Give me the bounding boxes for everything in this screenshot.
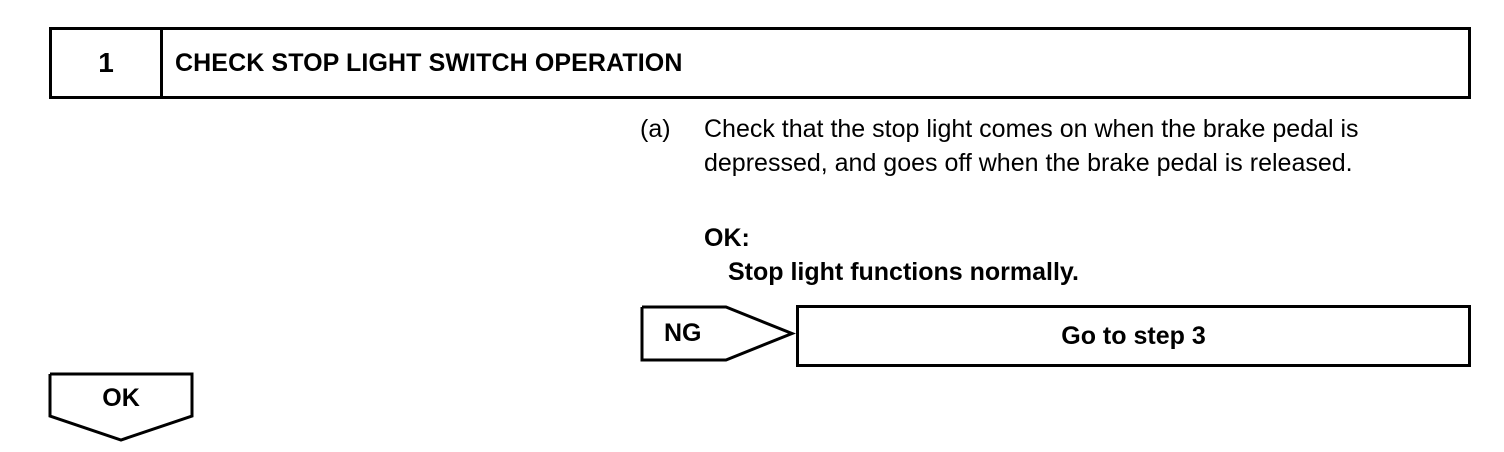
goto-step-box: Go to step 3 <box>796 305 1471 367</box>
ng-label: NG <box>664 319 702 347</box>
ok-criteria-label: OK: <box>704 224 750 252</box>
instruction-marker: (a) <box>640 115 671 143</box>
step-number: 1 <box>52 30 163 96</box>
ng-arrow-icon <box>640 305 797 362</box>
step-title: CHECK STOP LIGHT SWITCH OPERATION <box>175 48 683 77</box>
instruction-text: Check that the stop light comes on when … <box>704 115 1359 177</box>
ok-branch-tag: OK <box>48 372 196 444</box>
ng-branch-tag: NG <box>640 305 800 365</box>
step-header: 1 CHECK STOP LIGHT SWITCH OPERATION <box>49 27 1471 99</box>
ok-criteria-result: Stop light functions normally. <box>728 258 1079 286</box>
ok-down-arrow-icon <box>48 372 194 442</box>
ok-branch-label: OK <box>102 384 140 412</box>
